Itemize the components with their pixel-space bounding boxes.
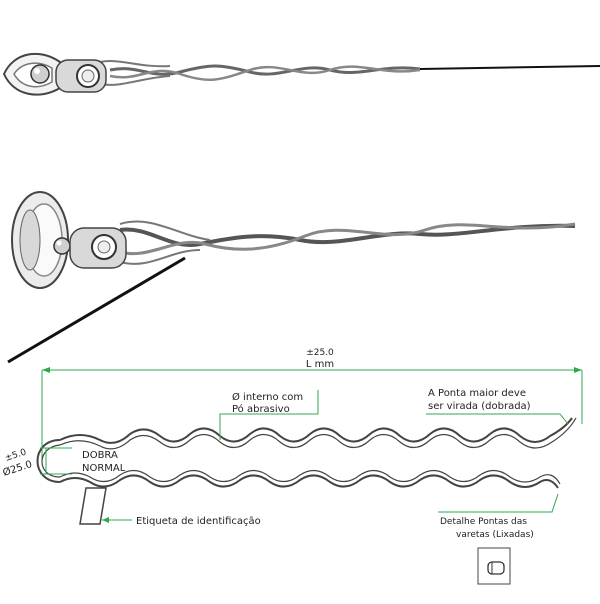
thimble-icon <box>2 53 107 96</box>
middle-helix <box>119 220 576 265</box>
tag-label: Etiqueta de identificação <box>136 516 261 527</box>
length-label: L mm <box>306 359 334 370</box>
top-helix <box>99 60 421 86</box>
top-cable <box>419 65 600 70</box>
middle-cable <box>7 256 186 364</box>
dimensioned-drawing: ±25.0 L mm ±5.0 Ø25.0 DOBRA NORMAL Ø int… <box>1 348 583 585</box>
bend-label-line1: DOBRA <box>82 450 118 461</box>
middle-assembly <box>7 191 576 364</box>
bend-label-line2: NORMAL <box>82 463 126 474</box>
length-dimension: ±25.0 L mm <box>41 348 583 462</box>
tip-label-line1: A Ponta maior deve <box>428 388 526 399</box>
tip-callout: A Ponta maior deve ser virada (dobrada) <box>426 388 569 425</box>
tag-icon <box>79 487 107 525</box>
detail-callout: Detalhe Pontas das varetas (Lixadas) <box>438 493 559 540</box>
detail-label-line2: varetas (Lixadas) <box>456 530 534 540</box>
insulator-icon <box>11 191 71 289</box>
top-assembly <box>2 53 600 96</box>
lower-rod <box>59 474 559 489</box>
internal-diameter-line1: Ø interno com <box>232 391 303 403</box>
length-tolerance: ±25.0 <box>306 348 334 358</box>
thimble-icon <box>69 227 127 269</box>
internal-diameter-callout: Ø interno com Pó abrasivo <box>219 390 319 440</box>
tag-callout: Etiqueta de identificação <box>102 516 261 527</box>
internal-diameter-line2: Pó abrasivo <box>232 403 290 415</box>
tip-label-line2: ser virada (dobrada) <box>428 401 531 412</box>
bend-loop <box>36 439 61 483</box>
upper-rod <box>59 417 573 444</box>
detail-label-line1: Detalhe Pontas das <box>440 517 527 527</box>
rod-tip-icon <box>477 547 511 585</box>
